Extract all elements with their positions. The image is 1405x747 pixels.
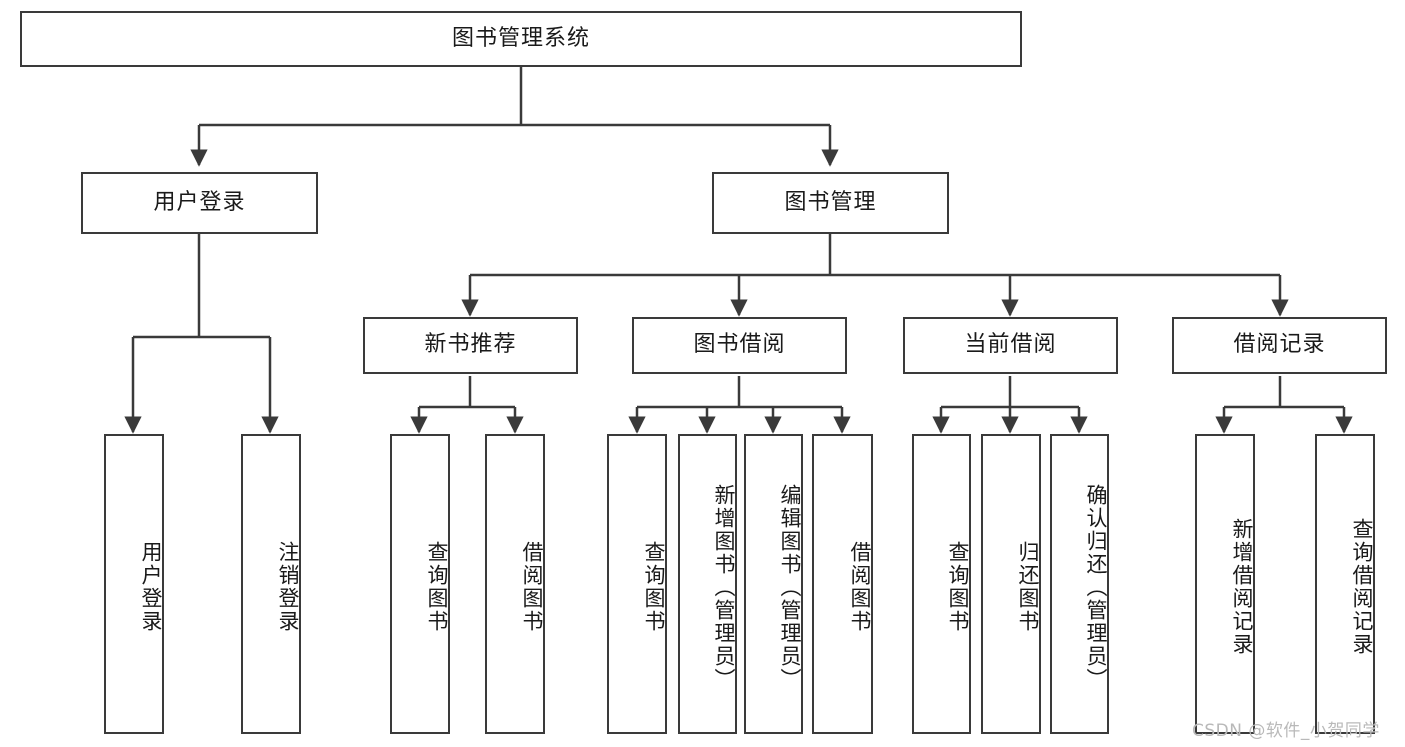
leaf-current-return-book[interactable]: 归还图书 [981,434,1041,734]
node-book-borrow[interactable]: 图书借阅 [632,317,847,374]
node-book-management-label: 图书管理 [784,189,877,215]
csdn-watermark: CSDN @软件_小贺同学 [1192,716,1380,741]
leaf-record-query-record[interactable]: 查询借阅记录 [1315,434,1375,734]
node-current-borrow[interactable]: 当前借阅 [903,317,1118,374]
node-root-label: 图书管理系统 [451,25,590,51]
leaf-user-login-logout[interactable]: 注销登录 [241,434,301,734]
leaf-label: 编辑图书（管理员） [778,483,802,691]
node-new-book-recommend-label: 新书推荐 [424,332,517,358]
node-borrow-record[interactable]: 借阅记录 [1172,317,1387,374]
node-current-borrow-label: 当前借阅 [964,332,1057,358]
node-root[interactable]: 图书管理系统 [20,11,1022,67]
leaf-borrow-edit-book-admin[interactable]: 编辑图书（管理员） [744,434,803,734]
leaf-label: 借阅图书 [520,541,544,633]
leaf-label: 确认归还（管理员） [1084,483,1108,691]
node-borrow-record-label: 借阅记录 [1233,332,1326,358]
leaf-label: 新增图书（管理员） [712,483,736,691]
node-new-book-recommend[interactable]: 新书推荐 [363,317,578,374]
watermark-text: CSDN @软件_小贺同学 [1192,721,1380,741]
leaf-label: 新增借阅记录 [1230,518,1254,656]
leaf-label: 借阅图书 [848,541,872,633]
node-book-borrow-label: 图书借阅 [693,332,786,358]
leaf-borrow-borrow-book[interactable]: 借阅图书 [812,434,873,734]
leaf-label: 用户登录 [139,541,163,633]
leaf-recommend-borrow-book[interactable]: 借阅图书 [485,434,545,734]
node-user-login-label: 用户登录 [153,189,246,215]
leaf-label: 查询图书 [425,541,449,633]
leaf-recommend-query-book[interactable]: 查询图书 [390,434,450,734]
leaf-borrow-add-book-admin[interactable]: 新增图书（管理员） [678,434,737,734]
leaf-label: 查询图书 [946,541,970,633]
leaf-label: 归还图书 [1016,541,1040,633]
node-book-management[interactable]: 图书管理 [712,172,949,234]
leaf-borrow-query-book[interactable]: 查询图书 [607,434,667,734]
leaf-user-login-login[interactable]: 用户登录 [104,434,164,734]
leaf-label: 查询借阅记录 [1350,518,1374,656]
leaf-record-add-record[interactable]: 新增借阅记录 [1195,434,1255,734]
leaf-label: 注销登录 [276,541,300,633]
node-user-login[interactable]: 用户登录 [81,172,318,234]
leaf-current-confirm-return-admin[interactable]: 确认归还（管理员） [1050,434,1109,734]
leaf-label: 查询图书 [642,541,666,633]
leaf-current-query-book[interactable]: 查询图书 [912,434,971,734]
